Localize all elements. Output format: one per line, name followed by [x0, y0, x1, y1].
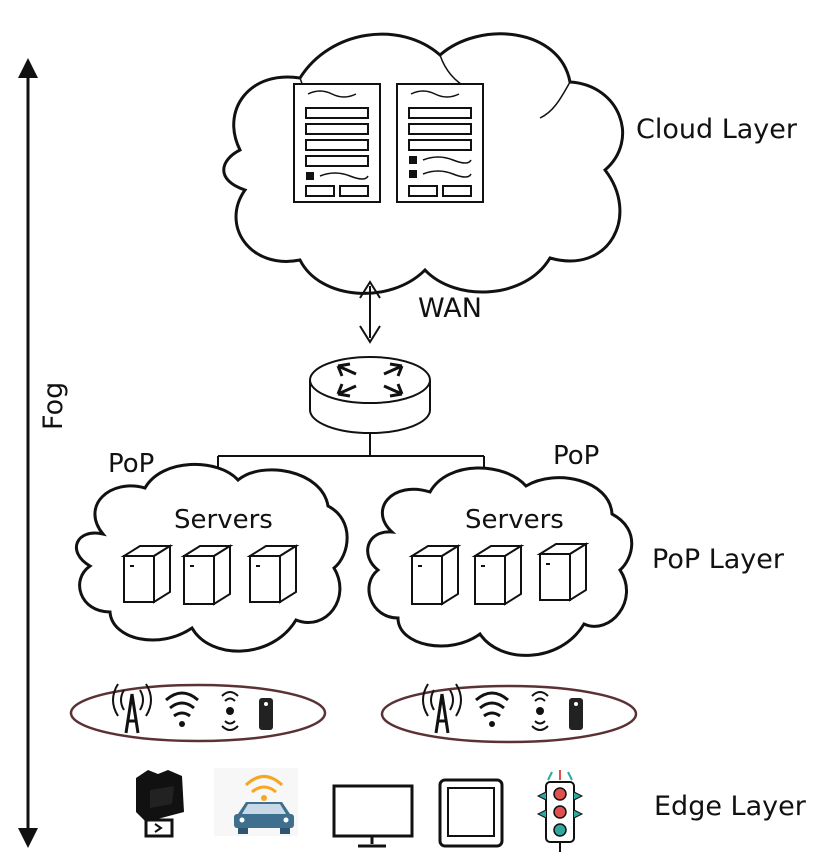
right-access-oval [380, 683, 638, 744]
servers-left-label: Servers [174, 505, 273, 535]
wan-label: WAN [418, 293, 482, 324]
wifi-icon [165, 691, 199, 727]
cloud-layer-label: Cloud Layer [636, 114, 798, 145]
smart-device-icon [569, 698, 583, 730]
connected-car-icon [214, 768, 298, 836]
cloud-document-left-icon [293, 83, 381, 203]
broadcast-signal-icon [531, 691, 549, 731]
edge-layer-label: Edge Layer [654, 791, 807, 822]
server-icon [471, 544, 525, 606]
servers-right-label: Servers [465, 505, 564, 535]
pop-right-label: PoP [553, 441, 599, 471]
server-icon [408, 544, 462, 606]
server-icon [536, 542, 590, 602]
tablet-icon [438, 778, 504, 848]
server-icon [246, 544, 300, 604]
server-icon [180, 544, 234, 606]
left-access-oval [69, 683, 327, 743]
router-connection-lines [217, 433, 485, 472]
monitor-icon [332, 784, 414, 848]
smart-device-icon [259, 698, 273, 730]
wifi-icon [475, 691, 509, 727]
left-server-icons [120, 544, 300, 606]
smartwatch-icon [136, 770, 184, 838]
fog-label: Fog [38, 382, 69, 430]
traffic-light-icon [536, 770, 584, 852]
fog-axis-arrow [18, 58, 38, 848]
server-icon [120, 544, 174, 604]
broadcast-signal-icon [221, 691, 239, 731]
cloud-document-right-icon [396, 83, 484, 203]
radio-tower-icon [112, 683, 152, 734]
radio-tower-icon [422, 683, 462, 734]
wan-double-arrow [359, 280, 381, 344]
pop-layer-label: PoP Layer [652, 544, 785, 575]
router-icon [309, 356, 431, 434]
right-server-icons [408, 542, 590, 606]
pop-left-label: PoP [108, 449, 154, 479]
